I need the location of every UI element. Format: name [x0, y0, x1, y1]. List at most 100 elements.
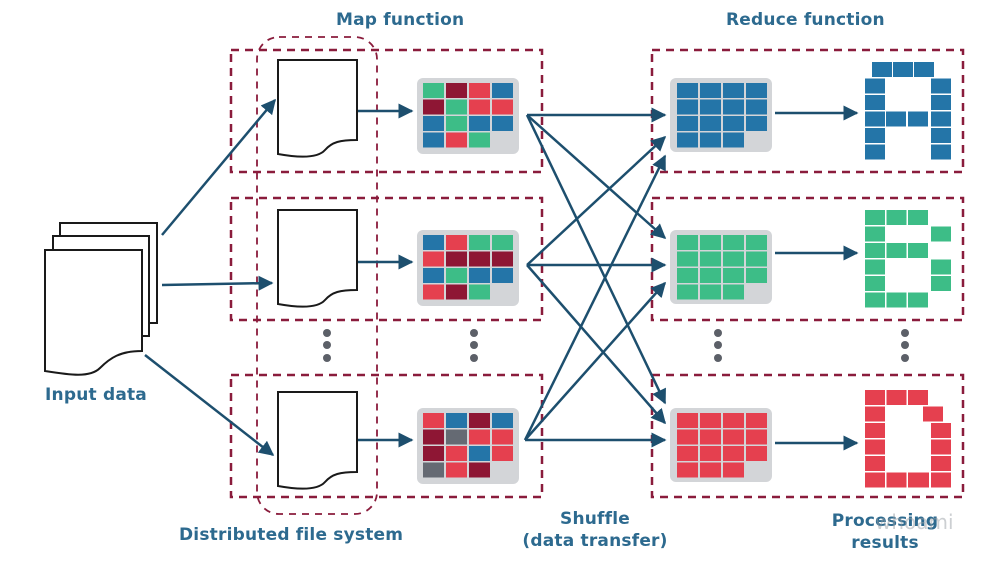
grid-cell	[492, 99, 513, 115]
distributed-fs-box	[256, 36, 378, 515]
grid-cell	[446, 99, 467, 115]
grid-cell	[700, 99, 721, 115]
letter-block	[886, 243, 907, 258]
grid-cell	[469, 132, 490, 148]
grid-cell	[423, 235, 444, 250]
grid-cell	[677, 132, 698, 148]
grid-cell	[723, 116, 744, 131]
letter-block	[865, 292, 885, 308]
letter-block	[908, 243, 928, 258]
grid-cell	[492, 251, 513, 267]
grid-cell	[746, 99, 767, 115]
letter-block	[886, 210, 907, 225]
letter-block	[931, 259, 951, 275]
grid-cell	[423, 429, 444, 445]
grid-cell	[423, 284, 444, 300]
letter-block	[931, 95, 951, 110]
shuffle-label-line2: (data transfer)	[522, 531, 668, 551]
grid-cell	[677, 284, 698, 300]
grid-cell	[423, 268, 444, 283]
map-function-label: Map function	[336, 10, 465, 30]
grid-cell	[700, 413, 721, 428]
letter-block	[865, 226, 885, 242]
grid-cell	[492, 429, 513, 445]
letter-block	[931, 472, 951, 488]
ellipsis-dots-icon	[323, 329, 331, 362]
letter-block	[865, 390, 885, 405]
grid-cell	[423, 132, 444, 148]
grid-cell	[423, 99, 444, 115]
grid-cell	[469, 235, 490, 250]
grid-cell	[446, 429, 467, 445]
grid-cell	[723, 284, 744, 300]
grid-cell	[700, 429, 721, 445]
letter-block	[914, 62, 934, 77]
shuffle-arrow	[523, 154, 667, 441]
grid-cell	[446, 268, 467, 283]
letter-block	[893, 62, 913, 77]
grid-cell	[446, 132, 467, 148]
grid-cell	[469, 429, 490, 445]
file-chunk-icon-1	[277, 59, 358, 158]
grid-cell	[446, 462, 467, 478]
grid-cell	[700, 132, 721, 148]
letter-block	[931, 128, 951, 143]
letter-block	[865, 406, 885, 422]
grid-cell	[746, 83, 767, 98]
grid-cell	[677, 413, 698, 428]
map-output-grid-1	[417, 78, 519, 154]
grid-cell	[677, 235, 698, 250]
grid-cell	[723, 132, 744, 148]
letter-block	[865, 439, 885, 455]
letter-block	[908, 292, 928, 308]
distributed-fs-label: Distributed file system	[179, 525, 404, 545]
letter-block	[865, 472, 885, 488]
grid-cell	[492, 413, 513, 428]
results-label-line2: results	[851, 533, 919, 553]
letter-block	[931, 276, 951, 291]
letter-block	[886, 111, 906, 127]
grid-cell	[469, 462, 490, 478]
grid-cell	[746, 446, 767, 461]
grid-cell	[746, 413, 767, 428]
grid-cell	[469, 251, 490, 267]
input-arrow-3	[144, 354, 275, 456]
grid-cell	[469, 99, 490, 115]
letter-block	[909, 472, 929, 488]
grid-cell	[723, 83, 744, 98]
grid-cell	[446, 284, 467, 300]
letter-block	[931, 78, 951, 94]
grid-cell	[677, 251, 698, 267]
grid-cell	[700, 446, 721, 461]
grid-cell	[423, 413, 444, 428]
grid-cell	[492, 83, 513, 98]
letter-block	[865, 276, 885, 291]
map-node-box-2	[229, 196, 544, 322]
results-label-line1: Processing	[831, 511, 939, 531]
grid-cell	[423, 462, 444, 478]
grid-cell	[423, 446, 444, 461]
letter-block	[931, 111, 951, 127]
file-chunk-icon-2	[277, 209, 358, 308]
ellipsis-dots-icon	[901, 329, 909, 362]
grid-cell	[723, 251, 744, 267]
grid-cell	[423, 251, 444, 267]
grid-cell	[423, 116, 444, 131]
letter-block	[931, 439, 951, 455]
grid-cell	[723, 413, 744, 428]
shuffle-label-line1: Shuffle	[560, 509, 630, 529]
grid-cell	[446, 413, 467, 428]
input-data-icon	[44, 222, 158, 376]
grid-cell	[469, 83, 490, 98]
input-arrow-2	[161, 275, 274, 291]
grid-cell	[746, 268, 767, 283]
grid-cell	[700, 116, 721, 131]
shuffle-label: Shuffle (data transfer)	[520, 508, 670, 552]
grid-cell	[700, 83, 721, 98]
grid-cell	[446, 116, 467, 131]
shuffle-arrow	[526, 114, 667, 239]
letter-block	[865, 243, 885, 258]
letter-block	[931, 144, 951, 160]
letter-block	[865, 78, 885, 94]
map-output-grid-3	[417, 408, 519, 484]
